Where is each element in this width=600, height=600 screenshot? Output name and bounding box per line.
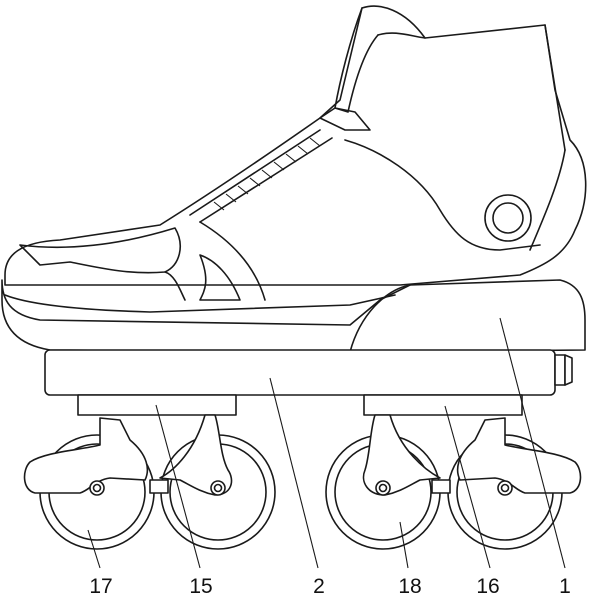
leader-1 [499, 317, 566, 569]
label-2: 2 [313, 575, 325, 598]
leader-lines [87, 317, 566, 569]
label-16: 16 [476, 575, 499, 598]
leader-16 [444, 405, 491, 569]
boot-upper [4, 5, 587, 301]
leader-17 [87, 529, 101, 569]
mount-blocks [77, 394, 523, 416]
leader-18 [399, 521, 409, 569]
axle-nuts [89, 480, 513, 496]
frame-rail [44, 349, 573, 396]
label-18: 18 [398, 575, 421, 598]
boot-sole-shell [1, 279, 586, 353]
label-1: 1 [559, 575, 571, 598]
label-15: 15 [189, 575, 212, 598]
leader-15 [155, 404, 201, 569]
part-labels: 17 15 2 18 16 1 [89, 575, 571, 598]
leader-2 [269, 377, 319, 569]
label-17: 17 [89, 575, 112, 598]
